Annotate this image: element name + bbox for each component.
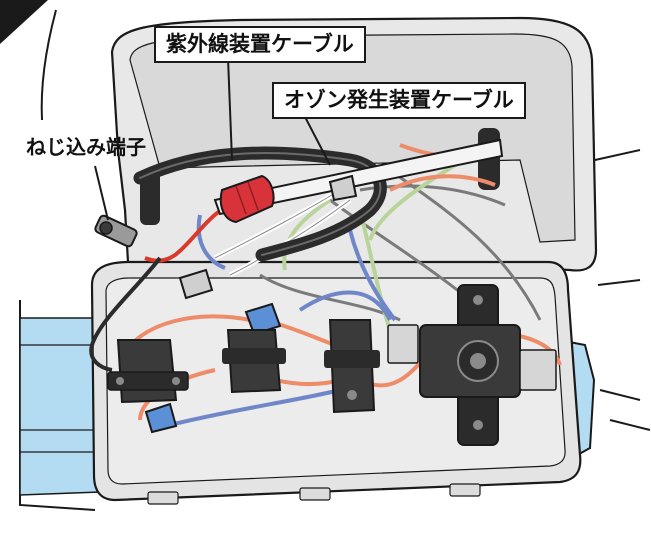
- rotary-switch: [419, 284, 521, 446]
- blue-wire-nuts: [144, 302, 282, 434]
- lid-slot-left: [140, 170, 160, 225]
- socket-right: [324, 319, 380, 414]
- wires-blue: [169, 214, 397, 427]
- ozone-cable: [213, 138, 504, 216]
- corner-black-triangle: [0, 0, 48, 44]
- switch-terminals: [387, 324, 557, 391]
- ozone-cable-label: オゾン発生装置ケーブル: [272, 82, 526, 119]
- black-wire: [89, 256, 162, 372]
- water-panel-left-lines: [20, 344, 100, 453]
- screw-terminal-label: ねじ込み端子: [26, 135, 146, 159]
- panel-bottom-tabs: [147, 483, 481, 505]
- socket-middle: [222, 329, 286, 394]
- red-wire-nut: [219, 174, 275, 224]
- screw-terminal: [94, 214, 138, 248]
- socket-left: [107, 339, 189, 404]
- uv-cable-label: 紫外線装置ケーブル: [154, 26, 366, 63]
